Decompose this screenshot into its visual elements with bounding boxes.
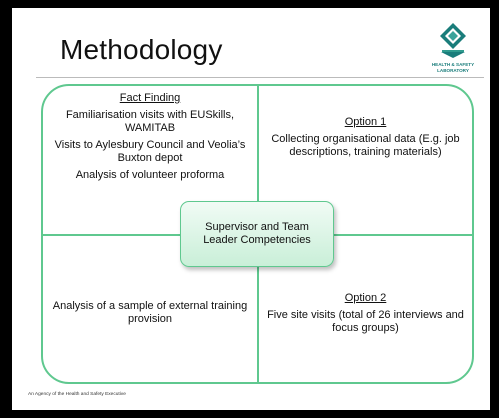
fact-finding-item: Visits to Aylesbury Council and Veolia’s… [54, 139, 246, 164]
logo-text-line2: LABORATORY [437, 68, 469, 73]
fact-finding-item: Familiarisation visits with EUSkills, WA… [65, 109, 235, 134]
hsl-logo: HEALTH & SAFETY LABORATORY [429, 22, 477, 74]
quadrant-option-1: Option 1 Collecting organisational data … [259, 116, 472, 159]
fact-finding-heading: Fact Finding [119, 92, 181, 104]
external-training-text: Analysis of a sample of external trainin… [52, 300, 248, 325]
title-divider [36, 77, 484, 78]
option-2-heading: Option 2 [344, 292, 387, 304]
option-1-text: Collecting organisational data (E.g. job… [271, 133, 460, 158]
center-competencies-box: Supervisor and Team Leader Competencies [180, 201, 334, 267]
hsl-logo-icon [440, 23, 466, 58]
quadrant-diagram: Fact Finding Familiarisation visits with… [41, 84, 474, 384]
option-1-heading: Option 1 [344, 116, 387, 128]
logo-text-line1: HEALTH & SAFETY [431, 62, 475, 67]
quadrant-option-2: Option 2 Five site visits (total of 26 i… [259, 292, 472, 335]
quadrant-fact-finding: Fact Finding Familiarisation visits with… [43, 92, 257, 186]
footer-text: An Agency of the Health and Safety Execu… [28, 392, 126, 397]
quadrant-external-training: Analysis of a sample of external trainin… [43, 300, 257, 326]
option-2-text: Five site visits (total of 26 interviews… [267, 309, 464, 334]
slide-title: Methodology [60, 34, 223, 65]
fact-finding-item: Analysis of volunteer proforma [75, 169, 225, 181]
center-text: Supervisor and Team Leader Competencies [203, 221, 311, 246]
slide: Methodology HEALTH & SAFETY LABORATORY F… [12, 8, 490, 410]
